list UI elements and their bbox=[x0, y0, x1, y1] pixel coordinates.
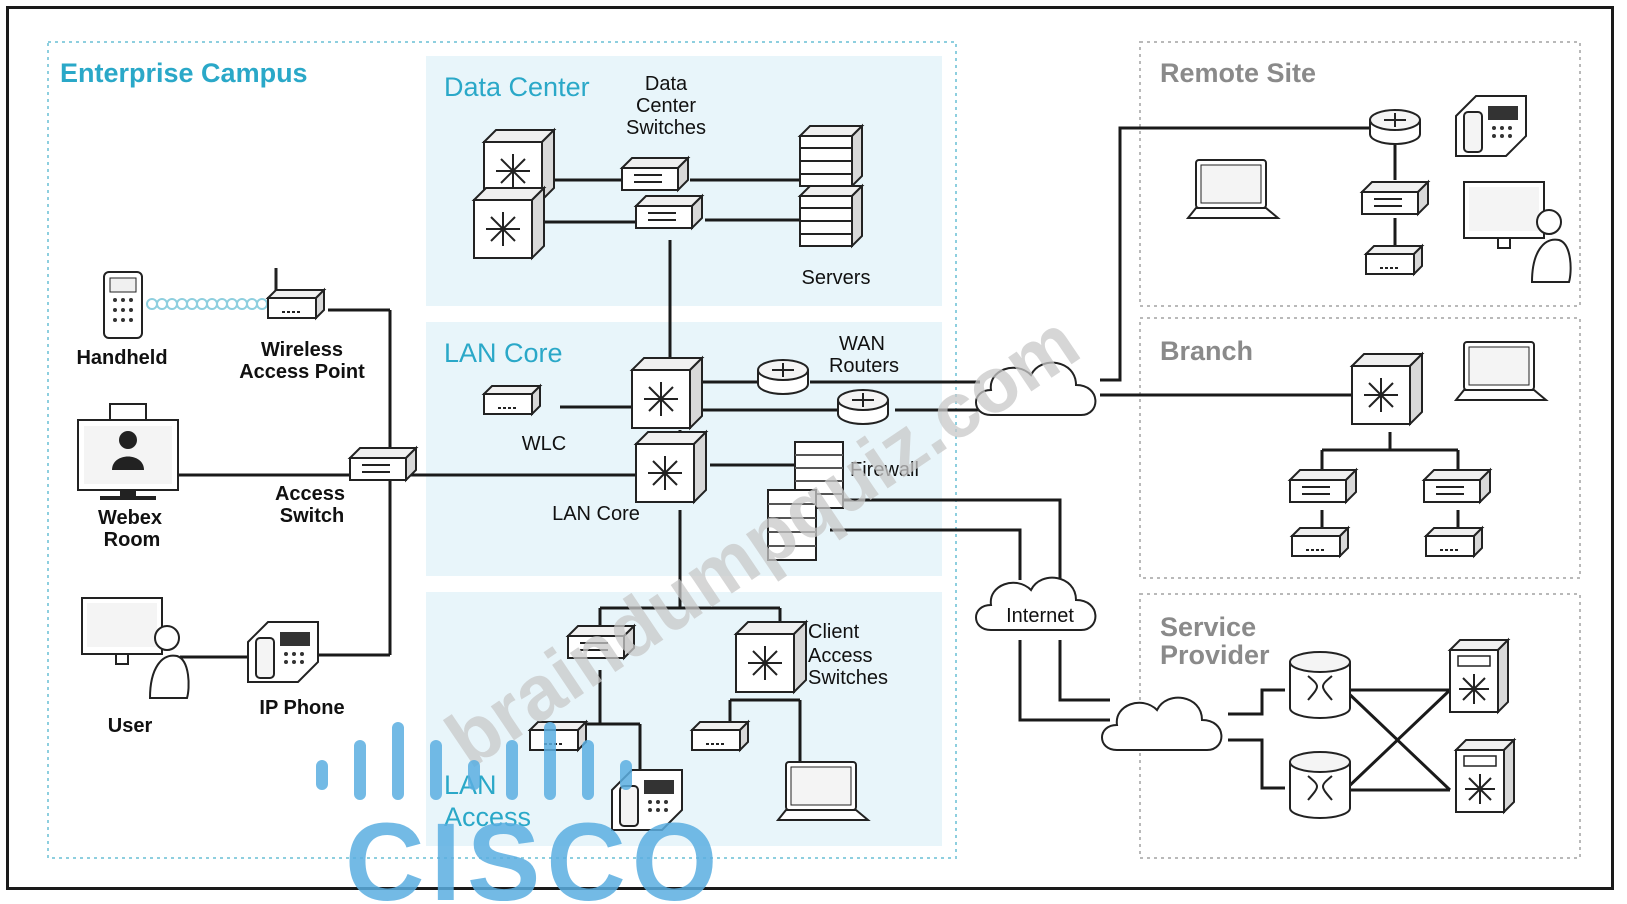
servers-label: Servers bbox=[802, 267, 871, 289]
wireless-link bbox=[146, 298, 268, 310]
wireless-access-point-icon bbox=[267, 268, 325, 319]
server-1 bbox=[799, 125, 863, 187]
data-center-switch-2 bbox=[635, 195, 703, 229]
connection-lines bbox=[170, 126, 1460, 792]
enterprise-campus-zone bbox=[47, 41, 957, 859]
branch-zone bbox=[1139, 317, 1581, 579]
lan-access-title-2: Access bbox=[444, 802, 531, 832]
lan-core-device-label: LAN Core bbox=[552, 503, 640, 525]
handheld-label: Handheld bbox=[76, 347, 167, 369]
service-provider-title-1: Service bbox=[1160, 612, 1256, 642]
remote-site-zone bbox=[1139, 41, 1581, 307]
access-endpoint-2 bbox=[691, 721, 749, 751]
user-icon bbox=[81, 597, 190, 699]
access-switch-icon bbox=[349, 447, 417, 481]
client-access-label-1: Client bbox=[808, 621, 860, 643]
device-labels: Data Center Switches Servers Handheld Wi… bbox=[76, 73, 1074, 737]
dc-switches-label-3: Switches bbox=[626, 117, 706, 139]
server-2 bbox=[799, 185, 863, 247]
wan-router-1 bbox=[757, 359, 809, 395]
wlc-icon bbox=[483, 385, 541, 415]
dc-switches-label-2: Center bbox=[636, 95, 696, 117]
access-laptop-icon bbox=[777, 761, 869, 821]
enterprise-campus-title: Enterprise Campus bbox=[60, 58, 308, 88]
client-access-label-2: Access bbox=[808, 645, 872, 667]
internet-label: Internet bbox=[1006, 605, 1074, 627]
ip-phone-icon bbox=[247, 621, 319, 683]
webex-room-icon bbox=[77, 403, 179, 500]
remote-site-title: Remote Site bbox=[1160, 58, 1316, 88]
sp-router-1 bbox=[1289, 651, 1351, 719]
dc-switches-label-1: Data bbox=[645, 73, 688, 95]
data-center-switch-1 bbox=[621, 157, 689, 191]
sp-core-switch-2 bbox=[1455, 739, 1515, 813]
lan-core-title: LAN Core bbox=[444, 338, 563, 368]
data-center-core-2 bbox=[473, 187, 545, 259]
wan-routers-label-2: Routers bbox=[829, 355, 899, 377]
remote-switch-icon bbox=[1361, 181, 1429, 215]
user-label: User bbox=[108, 715, 153, 737]
access-switch-label-2: Switch bbox=[280, 505, 344, 527]
wap-label-2: Access Point bbox=[239, 361, 365, 383]
wap-label-1: Wireless bbox=[261, 339, 343, 361]
lan-core-switch-2 bbox=[635, 431, 707, 503]
branch-laptop-icon bbox=[1455, 341, 1547, 401]
ip-phone-label: IP Phone bbox=[259, 697, 344, 719]
sp-router-2 bbox=[1289, 751, 1351, 819]
remote-laptop-icon bbox=[1187, 159, 1279, 219]
cisco-logo: CISCO bbox=[316, 722, 723, 904]
branch-switch-1 bbox=[1289, 469, 1357, 503]
client-access-label-3: Switches bbox=[808, 667, 888, 689]
branch-endpoint-2 bbox=[1425, 527, 1483, 557]
branch-switch-2 bbox=[1423, 469, 1491, 503]
firewall-label: Firewall bbox=[850, 459, 919, 481]
diagram-frame bbox=[6, 6, 1614, 890]
webex-room-label-1: Webex bbox=[98, 507, 162, 529]
handheld-icon bbox=[103, 271, 143, 339]
lan-core-switch-1 bbox=[631, 357, 703, 429]
data-center-title: Data Center bbox=[444, 72, 590, 102]
webex-room-label-2: Room bbox=[104, 529, 161, 551]
branch-core-switch bbox=[1351, 353, 1423, 425]
branch-title: Branch bbox=[1160, 336, 1253, 366]
remote-router-icon bbox=[1369, 109, 1421, 145]
access-switch-label-1: Access bbox=[275, 483, 345, 505]
wan-routers-label-1: WAN bbox=[839, 333, 885, 355]
remote-user-icon bbox=[1463, 181, 1572, 283]
remote-endpoint-icon bbox=[1365, 245, 1423, 275]
branch-endpoint-1 bbox=[1291, 527, 1349, 557]
sp-core-switch-1 bbox=[1449, 639, 1509, 713]
client-access-switch-2 bbox=[735, 621, 807, 693]
cisco-logo-wordmark: CISCO bbox=[345, 801, 723, 904]
remote-ip-phone-icon bbox=[1455, 95, 1527, 157]
service-provider-title-2: Provider bbox=[1160, 640, 1270, 670]
wlc-label: WLC bbox=[522, 433, 566, 455]
service-provider-cloud bbox=[1101, 696, 1223, 751]
firewall-icon bbox=[767, 441, 844, 561]
